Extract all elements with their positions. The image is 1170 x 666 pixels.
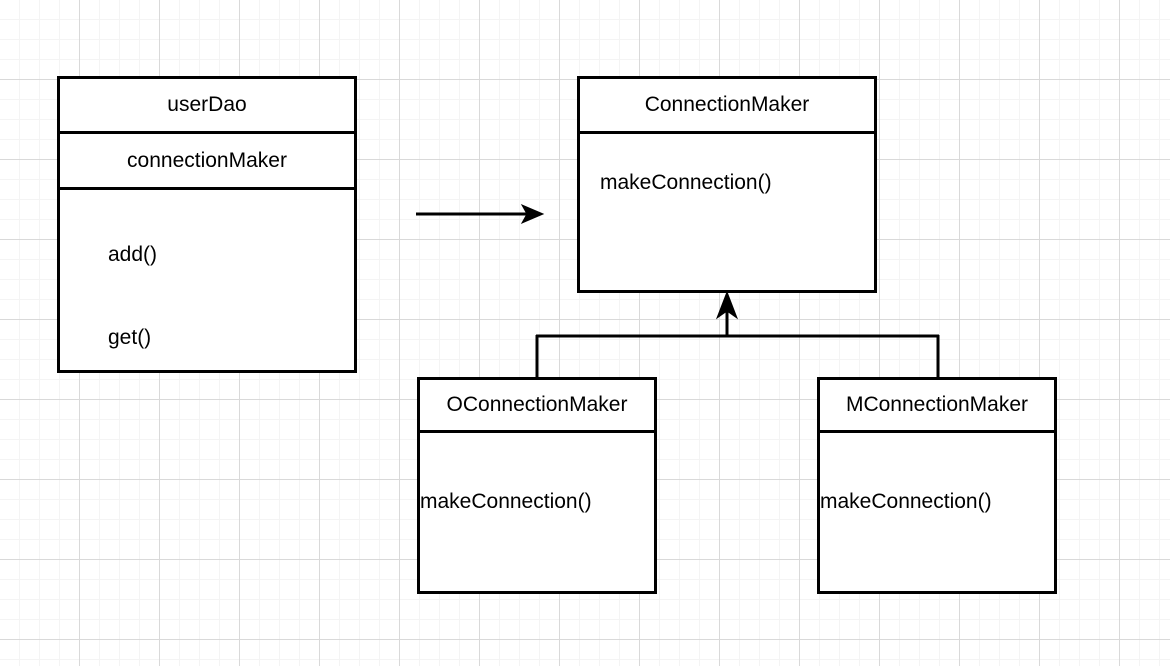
class-name-label: ConnectionMaker [644,93,810,116]
class-name-compartment: ConnectionMaker [580,79,874,134]
operation-label: makeConnection() [600,171,772,194]
class-name-compartment: OConnectionMaker [420,380,654,433]
class-name-compartment: MConnectionMaker [820,380,1054,433]
association-arrowhead [520,203,545,225]
operation-label: add() [108,243,158,266]
generalization-connector [535,290,940,378]
operation-label: makeConnection() [420,490,592,513]
class-name-label: userDao [167,93,247,116]
class-box-userdao[interactable]: userDao connectionMaker add() get() [57,76,357,373]
operation-label: makeConnection() [820,490,992,513]
operations-compartment: makeConnection() [420,433,654,591]
operations-compartment: add() get() [60,190,354,370]
class-box-oconnectionmaker[interactable]: OConnectionMaker makeConnection() [417,377,657,594]
operations-compartment: makeConnection() [580,134,874,290]
operation-label: get() [108,326,152,350]
class-box-connectionmaker[interactable]: ConnectionMaker makeConnection() [577,76,877,293]
class-name-label: OConnectionMaker [446,393,628,416]
attributes-compartment: connectionMaker [60,134,354,190]
class-name-label: MConnectionMaker [845,393,1029,416]
class-name-compartment: userDao [60,79,354,134]
attribute-label: connectionMaker [127,148,287,172]
generalization-arrowhead [715,290,739,320]
class-box-mconnectionmaker[interactable]: MConnectionMaker makeConnection() [817,377,1057,594]
operations-compartment: makeConnection() [820,433,1054,591]
association-connector [416,203,545,225]
